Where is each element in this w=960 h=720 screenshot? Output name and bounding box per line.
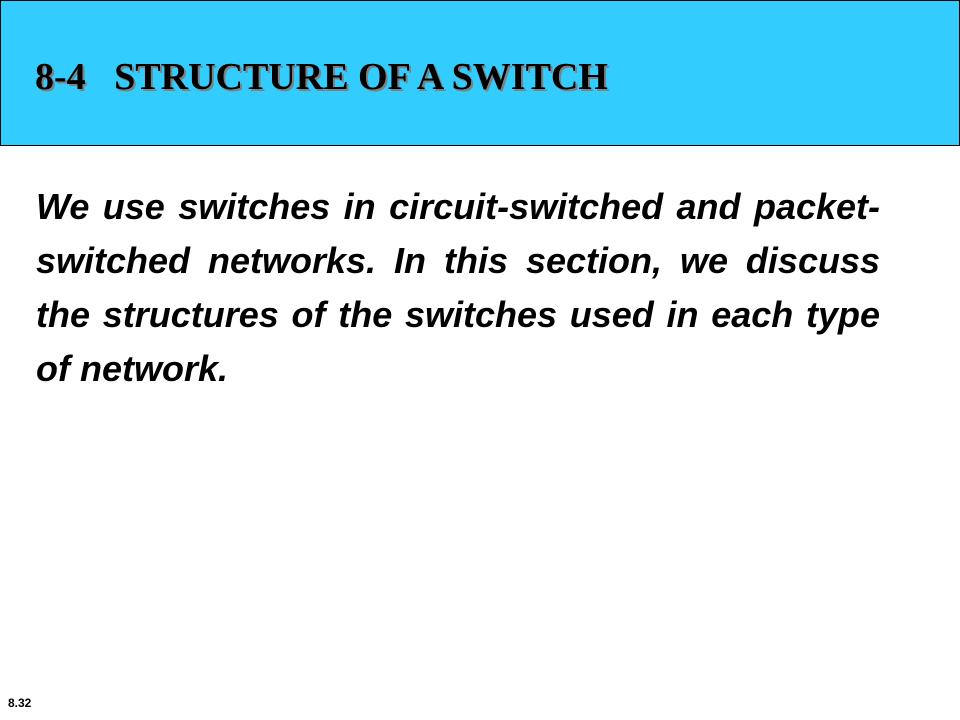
slide-title: 8-4 STRUCTURE OF A SWITCH bbox=[35, 56, 608, 98]
body-paragraph: We use switches in circuit-switched and … bbox=[36, 186, 880, 389]
title-bar: 8-4 STRUCTURE OF A SWITCH bbox=[0, 0, 960, 146]
slide-number: 8.32 bbox=[8, 696, 32, 710]
